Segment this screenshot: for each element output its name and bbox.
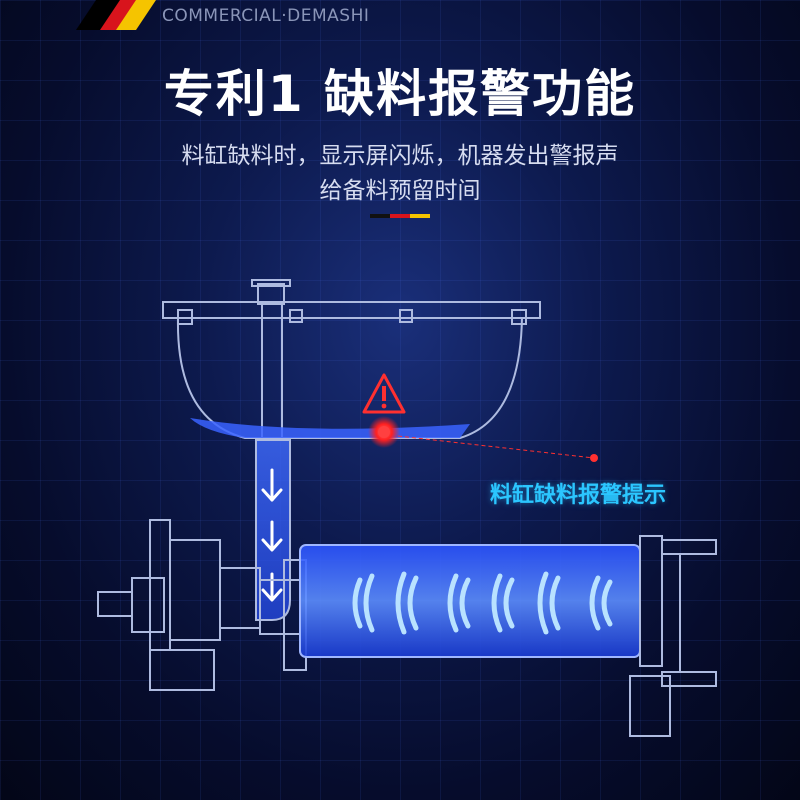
- hopper: [162, 279, 541, 440]
- alarm-dot-icon: [368, 416, 400, 448]
- end-cap: [629, 535, 717, 737]
- down-arrow-icon: [261, 468, 283, 602]
- low-material-alarm-label: 料缸缺料报警提示: [490, 483, 667, 508]
- machine-illustration: [97, 279, 717, 737]
- callout-end-dot: [590, 454, 598, 462]
- tricolor-divider: [370, 214, 430, 218]
- warning-triangle-icon: [362, 373, 406, 414]
- hopper-material-level: [190, 418, 470, 438]
- subtitle-line-1: 料缸缺料时，显示屏闪烁，机器发出警报声: [181, 143, 619, 169]
- motor-housing: [97, 519, 307, 691]
- subtitle-line-2: 给备料预留时间: [319, 178, 481, 204]
- auger-screw: [352, 571, 613, 635]
- brand-flag-stripes: [76, 0, 156, 30]
- barrel: [299, 544, 641, 658]
- page-title: 专利1 缺料报警功能: [163, 65, 637, 123]
- brand-name: COMMERCIAL·DEMASHI: [162, 6, 370, 26]
- callout-leader-line: [397, 435, 595, 459]
